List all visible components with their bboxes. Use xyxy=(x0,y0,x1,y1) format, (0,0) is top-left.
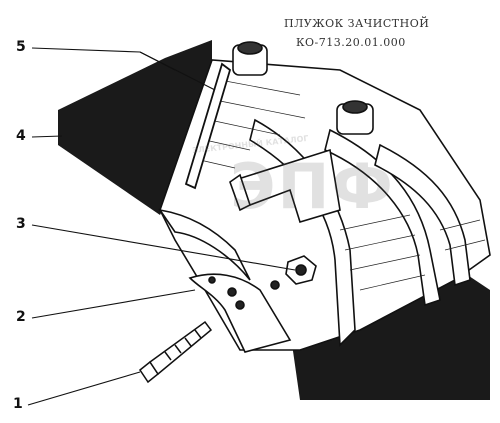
slotted-bracket xyxy=(229,148,341,223)
top-nuts xyxy=(232,41,374,135)
title-line2: КО-713.20.01.000 xyxy=(296,36,406,49)
callout-4: 4 xyxy=(16,128,26,144)
callout-2: 2 xyxy=(16,309,26,325)
callout-leaders xyxy=(27,47,296,406)
support-strut xyxy=(184,62,232,190)
plate-shading xyxy=(199,79,486,291)
hex-bolt xyxy=(138,320,213,384)
hex-nut xyxy=(285,255,317,285)
callout-5: 5 xyxy=(16,39,26,55)
front-curved-plate xyxy=(188,273,292,353)
callout-1: 1 xyxy=(13,396,23,412)
title-line1: ПЛУЖОК ЗАЧИСТНОЙ xyxy=(284,17,430,30)
watermark-logo: ЭПФ xyxy=(230,150,395,223)
callout-3: 3 xyxy=(16,216,26,232)
